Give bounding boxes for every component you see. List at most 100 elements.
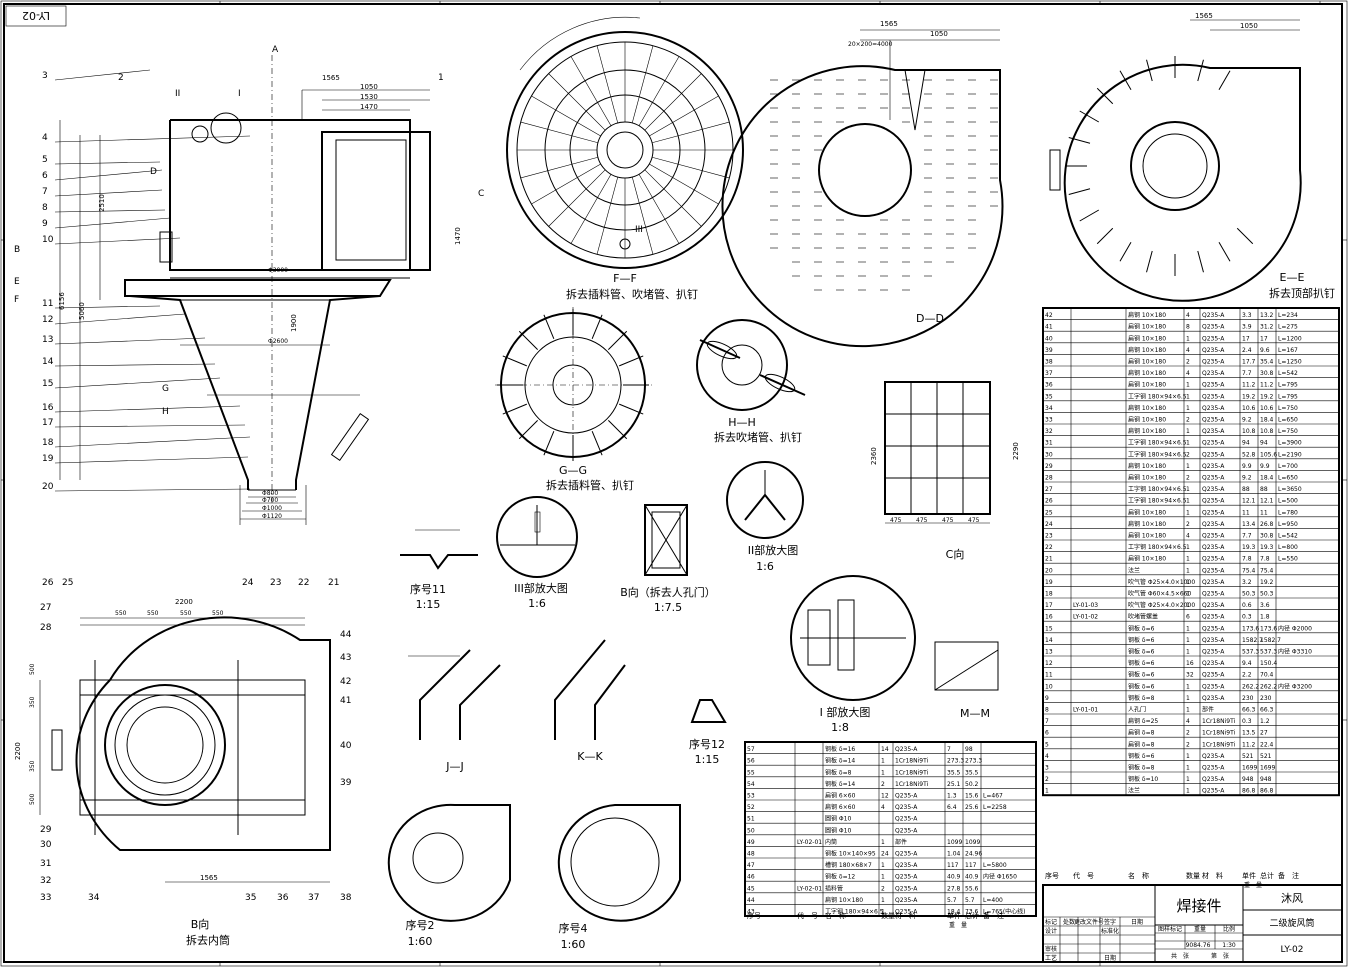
bom-cell: 0.6 — [1242, 602, 1252, 609]
bom-cell: Q235-A — [1202, 776, 1225, 783]
tb-label-date2: 日期 — [1104, 954, 1116, 962]
item12-scale: 1:15 — [695, 753, 720, 766]
ff-radial-line — [570, 56, 612, 126]
bom-cell: 54 — [747, 781, 755, 788]
gg-spoke-line — [591, 431, 603, 456]
bom-cell: 工字钢 180×94×6.5 — [1128, 485, 1187, 493]
bom-cell: 521 — [1260, 753, 1272, 760]
bom-cell: 吹气管 Φ25×4.0×1000 — [1128, 578, 1195, 586]
b-dim-500-a: 500 — [29, 663, 36, 675]
bom-cell: 1 — [881, 758, 885, 765]
bom-cell: Q235-A — [895, 804, 918, 811]
bom-cell: 钢板 δ=8 — [1128, 764, 1155, 772]
bom-cell: 50.2 — [965, 781, 979, 788]
bom-cell: 1 — [1186, 544, 1190, 551]
bom-cell: L=542 — [1278, 533, 1298, 540]
bom-cell: 1 — [1186, 753, 1190, 760]
bom-cell: 33 — [1045, 417, 1053, 424]
tb-label-change-doc: 更改文件号 — [1074, 918, 1104, 926]
ff-radial-line — [531, 95, 601, 137]
dim-main-1050: 1050 — [360, 83, 378, 91]
leader-line — [54, 436, 251, 448]
bom-cell: Q235-A — [895, 851, 918, 858]
bom-cell: 4 — [1186, 533, 1190, 540]
leader-line — [54, 237, 181, 245]
balloon-label: 41 — [340, 696, 351, 706]
bom-cell: L=1200 — [1278, 335, 1302, 342]
gg-spoke-line — [518, 420, 538, 440]
ee-plate-line — [1068, 188, 1091, 195]
bom-cell: 10.8 — [1260, 428, 1274, 435]
bom-cell: 1 — [1186, 625, 1190, 632]
gg-spoke-line — [543, 431, 555, 456]
dim-main-1470-side: 1470 — [454, 227, 462, 245]
bom-cell: 39 — [1045, 347, 1053, 354]
mm-view — [934, 641, 999, 691]
bom-cell: 1 — [1186, 776, 1190, 783]
bom-cell: 内径 Φ2000 — [1278, 624, 1312, 632]
bom-cell: 38 — [1045, 359, 1053, 366]
bom-cell: 扁钢 10×180 — [1128, 532, 1166, 540]
balloon-label: 22 — [298, 578, 309, 588]
bom-cell: 钢板 δ=8 — [825, 768, 852, 776]
hh-view — [696, 319, 806, 411]
b-dim-550-d: 550 — [212, 610, 224, 617]
ff-radial-line — [649, 95, 719, 137]
bom-cell: Q235-A — [1202, 335, 1225, 342]
bom-header: 材 料 — [895, 911, 916, 920]
balloon-label: 34 — [88, 893, 100, 903]
bom-cell: 27 — [1045, 486, 1053, 493]
bom-header: 名 称 — [1128, 871, 1149, 880]
b-door-view — [644, 504, 688, 576]
b-dim-550-c: 550 — [180, 610, 192, 617]
ee-plate-line — [1236, 227, 1254, 245]
bom-cell: Q235-A — [1202, 765, 1225, 772]
bom-cell: 钢板 δ=14 — [825, 780, 855, 788]
bom-cell: 11 — [1242, 509, 1250, 516]
bom-cell: Q235-A — [1202, 393, 1225, 400]
bom-cell: Q235-A — [1202, 660, 1225, 667]
balloon-label: 20 — [42, 482, 54, 492]
bom-cell: 75.4 — [1260, 567, 1274, 574]
bom-cell: 21 — [1045, 556, 1053, 563]
ee-plate-line — [1079, 110, 1100, 123]
bom-cell: 1 — [1186, 788, 1190, 795]
bom-cell: L=3650 — [1278, 486, 1302, 493]
balloon-label: 12 — [42, 315, 53, 325]
bom-cell: 17 — [1242, 335, 1250, 342]
bom-cell: 吹气管 Φ25×4.0×2000 — [1128, 601, 1195, 609]
gg-title: G—G — [559, 464, 587, 477]
bom-cell: 10.6 — [1242, 405, 1256, 412]
bom-cell: 27 — [1260, 730, 1268, 737]
gg-subtitle: 拆去插料管、扒钉 — [546, 478, 634, 492]
bom-cell: 1 — [1186, 393, 1190, 400]
bom-cell: 9.9 — [1242, 463, 1252, 470]
bom-cell: 1 — [1186, 637, 1190, 644]
bom-cell: Q235-A — [1202, 521, 1225, 528]
bom-cell: 45 — [747, 885, 755, 892]
jj-title: J—J — [445, 760, 464, 773]
bom-cell: 13.5 — [1242, 730, 1256, 737]
bom-cell: L=234 — [1278, 312, 1298, 319]
balloon-label: 19 — [42, 454, 54, 464]
bom-cell: 7.7 — [1242, 370, 1252, 377]
balloon-label: 3 — [42, 71, 48, 81]
ff-marker-iii: III — [635, 225, 643, 235]
dim-main-2510: 2510 — [98, 194, 106, 212]
bom-cell: 3.3 — [1242, 312, 1252, 319]
bom-cell: 扁钢 10×180 — [1128, 474, 1166, 482]
bom-cell: 273.3 — [965, 758, 982, 765]
dim-main-1900: 1900 — [290, 314, 298, 332]
bom-cell: Q235-A — [1202, 614, 1225, 621]
ff-radial-line — [644, 73, 702, 131]
bom-cell: 537.3 — [1242, 649, 1259, 656]
bom-cell: 46 — [747, 874, 755, 881]
ee-plate-line — [1218, 241, 1231, 262]
bom-cell: Q235-A — [1202, 567, 1225, 574]
bom-cell: 1 — [1186, 498, 1190, 505]
bom-cell: L=542 — [1278, 370, 1298, 377]
bom-cell: 7.7 — [1242, 533, 1252, 540]
bom-cell: Q235-A — [1202, 359, 1225, 366]
